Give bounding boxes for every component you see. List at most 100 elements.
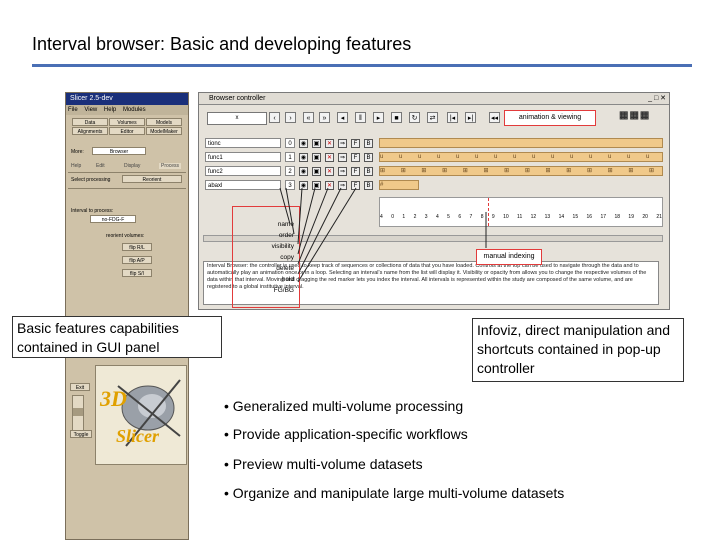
step-back-icon[interactable]: ‹: [269, 112, 280, 123]
module-modelmaker-button[interactable]: ModelMaker: [146, 127, 182, 135]
delete-icon[interactable]: ✕: [325, 181, 334, 190]
flip-ap-button[interactable]: flip A/P: [122, 256, 152, 264]
slicer-logo-graphic: [117, 379, 181, 447]
interval-name-2[interactable]: func2: [205, 166, 281, 176]
tab-edit[interactable]: Edit: [96, 163, 105, 169]
horizontal-scrollbar[interactable]: [203, 235, 663, 242]
interval-order-0[interactable]: 0: [285, 138, 295, 148]
interval-order-2[interactable]: 2: [285, 166, 295, 176]
zoom-field[interactable]: x: [207, 112, 267, 125]
module-alignments-button[interactable]: Alignments: [72, 127, 108, 135]
fg-icon[interactable]: F: [351, 153, 360, 162]
interval-order-1[interactable]: 1: [285, 152, 295, 162]
visibility-eye-icon[interactable]: ◉: [299, 181, 308, 190]
interval-label: Interval to process:: [71, 208, 114, 214]
module-models-button[interactable]: Models: [146, 118, 182, 126]
toggle-button[interactable]: Toggle: [70, 430, 92, 438]
bullet-3: • Preview multi-volume datasets: [224, 456, 423, 472]
feature-labels-box: [232, 206, 300, 308]
interval-track-0[interactable]: [379, 138, 663, 148]
delete-icon[interactable]: ✕: [325, 167, 334, 176]
browser-controller-window: Browser controller _ □ ✕ x ‹ › « » ◂ ‖ ▸…: [198, 92, 670, 310]
visibility-eye-icon[interactable]: ◉: [299, 139, 308, 148]
label-delete: delete: [276, 265, 294, 272]
stop-icon[interactable]: ■: [391, 112, 402, 123]
select-processing-dropdown[interactable]: Reorient: [122, 175, 182, 183]
callout-gui-panel: Basic features capabilities contained in…: [12, 316, 222, 358]
interval-track-1[interactable]: u u u u u u u u u u u u u u u u u u u u: [379, 152, 663, 162]
visibility-eye-icon[interactable]: ◉: [299, 153, 308, 162]
hold-icon[interactable]: ⇒: [338, 181, 347, 190]
loop-icon[interactable]: ↻: [409, 112, 420, 123]
manual-indexing-label: manual indexing: [476, 249, 542, 265]
module-data-button[interactable]: Data: [72, 118, 108, 126]
slider-track[interactable]: [72, 395, 84, 431]
last-frame-icon[interactable]: »: [319, 112, 330, 123]
pingpong-icon[interactable]: ⇄: [427, 112, 438, 123]
play-backward-icon[interactable]: ◂: [337, 112, 348, 123]
menu-view[interactable]: View: [84, 107, 98, 113]
interval-name-3[interactable]: abaxl: [205, 180, 281, 190]
more-select[interactable]: Browser: [92, 147, 146, 155]
copy-icon[interactable]: ▣: [312, 181, 321, 190]
interval-select[interactable]: no-FDG-F: [90, 215, 136, 223]
skip-back-icon[interactable]: ◂◂: [489, 112, 500, 123]
bg-icon[interactable]: B: [364, 139, 373, 148]
tab-process[interactable]: Process: [159, 163, 182, 169]
step-forward-icon[interactable]: ›: [285, 112, 296, 123]
flip-rl-button[interactable]: flip R/L: [122, 243, 152, 251]
bg-icon[interactable]: B: [364, 153, 373, 162]
menu-help[interactable]: Help: [103, 107, 117, 113]
flip-si-button[interactable]: flip S/I: [122, 269, 152, 277]
rewind-icon[interactable]: |◂: [447, 112, 458, 123]
tab-help[interactable]: Help: [71, 163, 82, 169]
feature-leader-lines: [279, 187, 357, 283]
pause-icon[interactable]: ‖: [355, 112, 366, 123]
reorient-label: reorient volumes:: [106, 233, 145, 239]
bullet-4: • Organize and manipulate large multi-vo…: [224, 485, 565, 501]
slider-handle[interactable]: [73, 408, 83, 416]
menu-file[interactable]: File: [68, 107, 78, 113]
view-layout-icons[interactable]: ▦▦▦: [619, 110, 651, 121]
copy-icon[interactable]: ▣: [312, 153, 321, 162]
module-editor-button[interactable]: Editor: [109, 127, 145, 135]
red-index-marker[interactable]: [488, 198, 490, 226]
title-underline: [32, 64, 692, 67]
interval-order-3[interactable]: 3: [285, 180, 295, 190]
tab-display[interactable]: Display: [124, 163, 141, 169]
feature-labels: name order visibility copy delete hold F…: [262, 219, 294, 296]
copy-icon[interactable]: ▣: [312, 139, 321, 148]
window-controls[interactable]: _ □ ✕: [648, 95, 666, 102]
bullet-1: • Generalized multi-volume processing: [224, 398, 464, 414]
module-volumes-button[interactable]: Volumes: [109, 118, 145, 126]
exit-button[interactable]: Exit: [70, 383, 90, 391]
copy-icon[interactable]: ▣: [312, 167, 321, 176]
hold-icon[interactable]: ⇒: [338, 167, 347, 176]
tab-divider: [68, 172, 186, 173]
menu-modules[interactable]: Modules: [122, 107, 146, 113]
fg-icon[interactable]: F: [351, 167, 360, 176]
label-copy: copy: [280, 254, 294, 261]
label-name: name: [277, 221, 294, 228]
bullet-2: • Provide application-specific workflows: [224, 426, 468, 442]
bg-icon[interactable]: B: [364, 181, 373, 190]
fast-forward-icon[interactable]: ▸|: [465, 112, 476, 123]
hold-icon[interactable]: ⇒: [338, 153, 347, 162]
label-order: order: [278, 232, 294, 239]
callout-popup-controller: Infoviz, direct manipulation and shortcu…: [472, 318, 684, 382]
delete-icon[interactable]: ✕: [325, 153, 334, 162]
first-frame-icon[interactable]: «: [303, 112, 314, 123]
hold-icon[interactable]: ⇒: [338, 139, 347, 148]
visibility-eye-icon[interactable]: ◉: [299, 167, 308, 176]
play-forward-icon[interactable]: ▸: [373, 112, 384, 123]
slicer-titlebar: Slicer 2.5-dev: [66, 93, 188, 105]
interval-name-1[interactable]: func1: [205, 152, 281, 162]
interval-track-2[interactable]: ⊞ ⊞ ⊞ ⊞ ⊞ ⊞ ⊞ ⊞ ⊞ ⊞ ⊞ ⊞ ⊞ ⊞ ⊞ ⊞ ⊞ ⊞ ⊞ ⊞: [379, 166, 663, 176]
interval-track-3[interactable]: #: [379, 180, 419, 190]
delete-icon[interactable]: ✕: [325, 139, 334, 148]
logo-3d-text: 3D: [100, 386, 127, 411]
interval-name-0[interactable]: tionc: [205, 138, 281, 148]
fg-icon[interactable]: F: [351, 139, 360, 148]
bg-icon[interactable]: B: [364, 167, 373, 176]
